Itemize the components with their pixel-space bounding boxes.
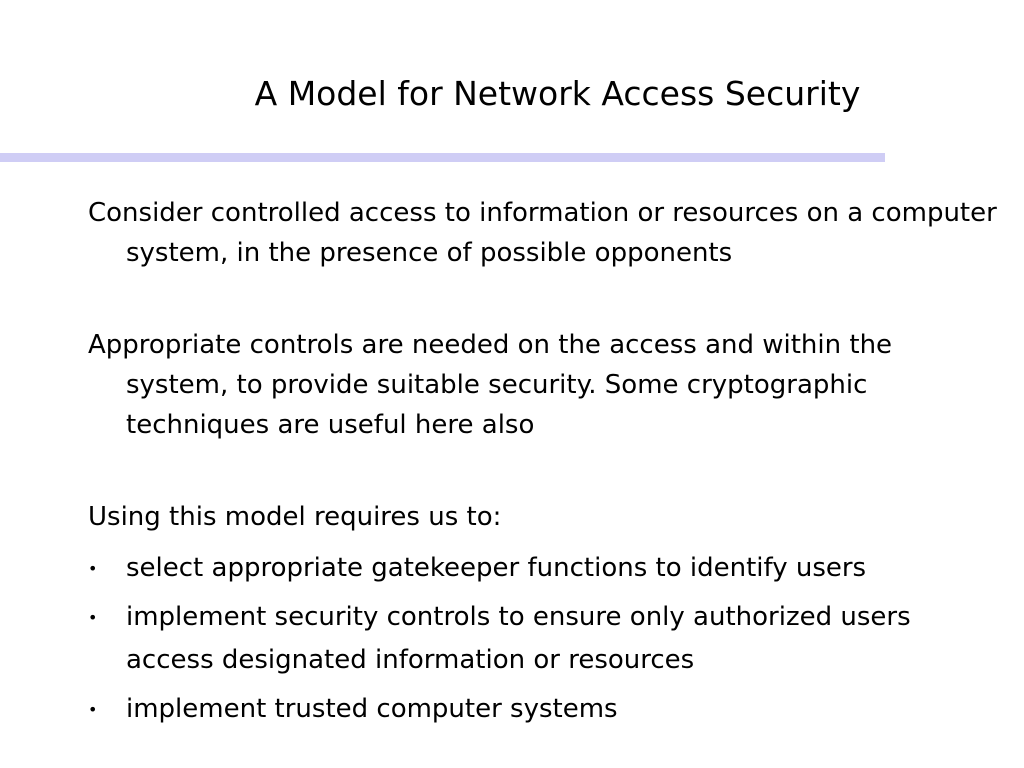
bullet-icon: • xyxy=(88,559,98,578)
bullet-icon: • xyxy=(88,608,98,627)
title-underline xyxy=(0,153,885,162)
list-item: • implement trusted computer systems xyxy=(88,688,998,731)
list-item: • implement security controls to ensure … xyxy=(88,596,998,682)
paragraph-controlled-access: Consider controlled access to informatio… xyxy=(88,198,997,268)
list-item-text: select appropriate gatekeeper functions … xyxy=(126,553,867,583)
list-item: • select appropriate gatekeeper function… xyxy=(88,547,998,590)
list-item-text: implement trusted computer systems xyxy=(126,694,618,724)
slide-title: A Model for Network Access Security xyxy=(254,74,861,113)
slide-body: Consider controlled access to informatio… xyxy=(88,193,998,737)
list-item-text: implement security controls to ensure on… xyxy=(126,602,911,675)
bullet-icon: • xyxy=(88,700,98,719)
paragraph-model-requirements: Using this model requires us to: xyxy=(88,502,502,532)
paragraph-appropriate-controls: Appropriate controls are needed on the a… xyxy=(88,330,893,440)
requirements-list: • select appropriate gatekeeper function… xyxy=(88,547,998,731)
